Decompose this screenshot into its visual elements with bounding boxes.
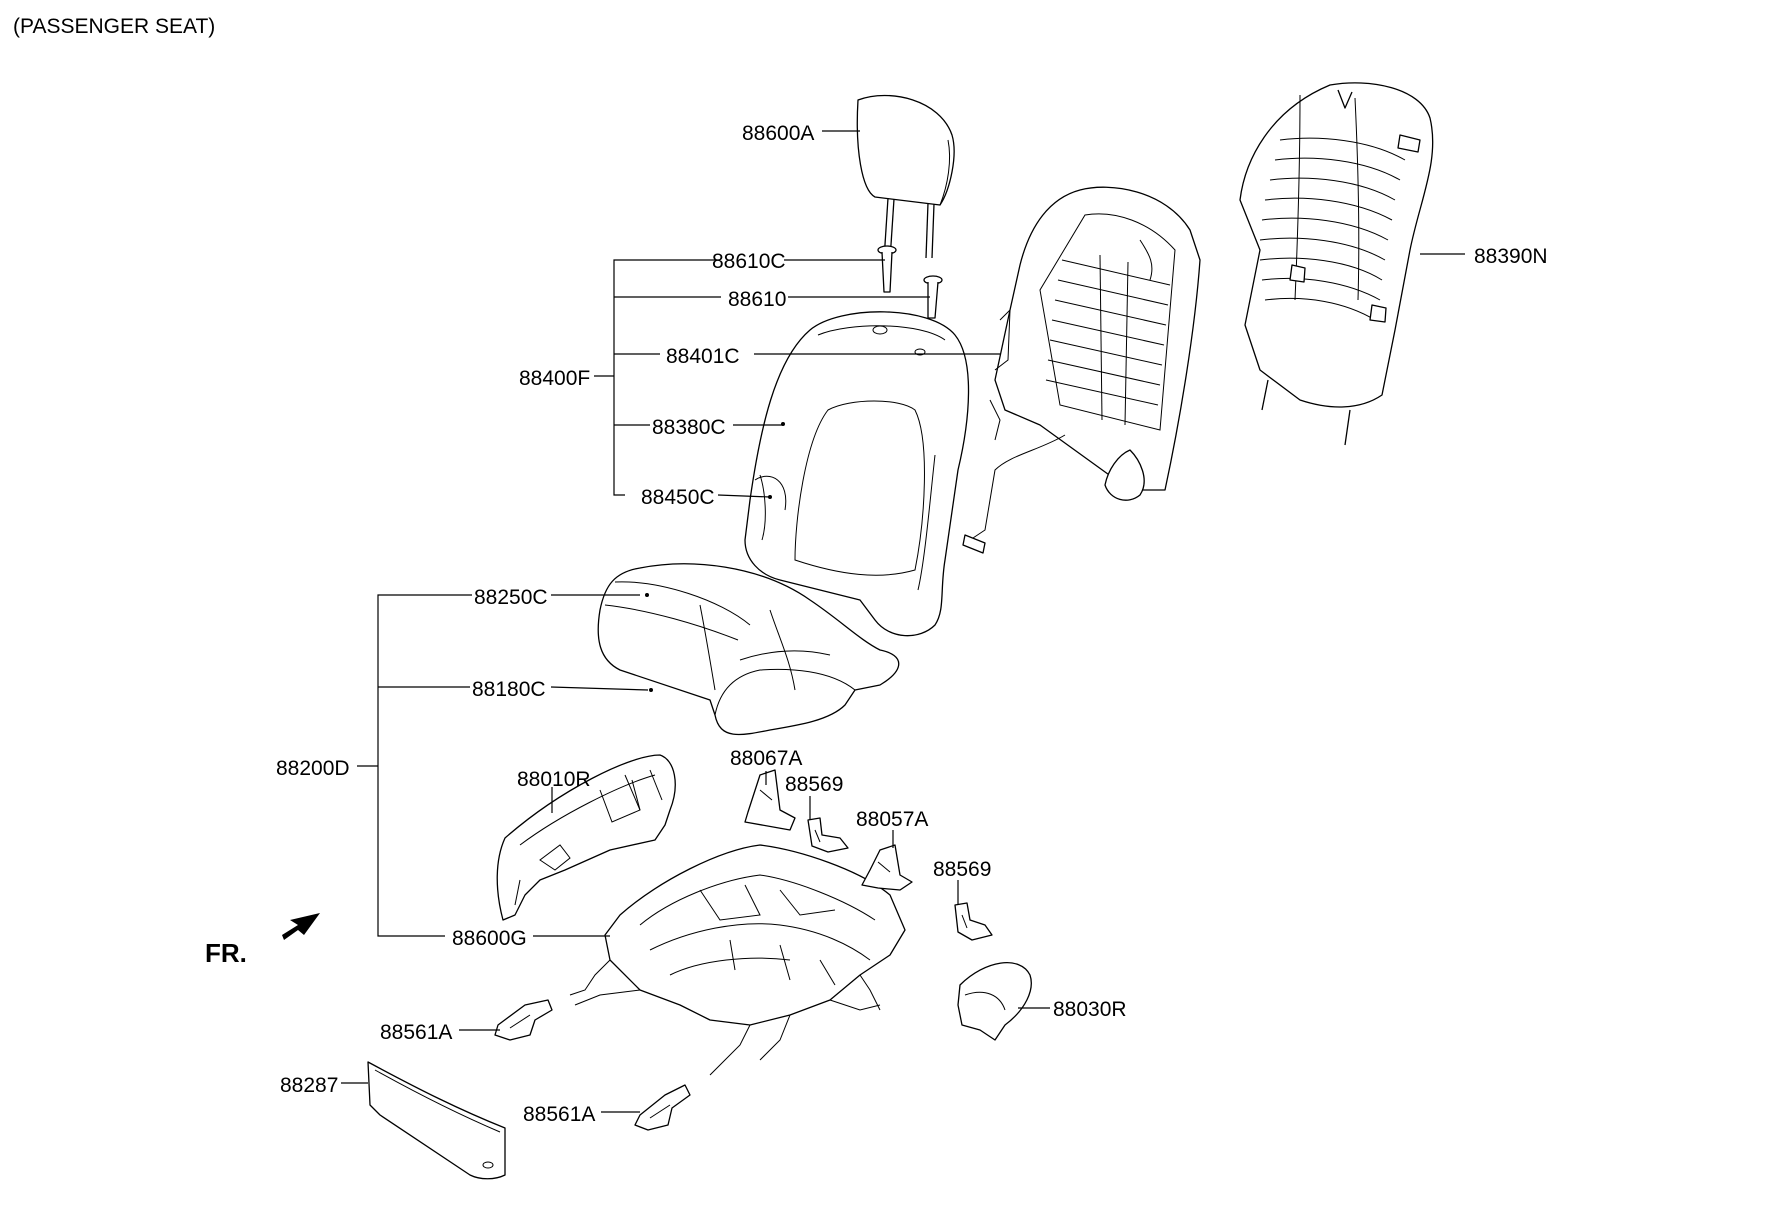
bracket-88057a-part — [861, 844, 913, 891]
trim-88287-part — [367, 1061, 506, 1180]
cover-88030r-part — [957, 962, 1032, 1041]
label-88450c: 88450C — [641, 486, 715, 509]
label-88561a-upper: 88561A — [380, 1021, 452, 1044]
label-88569-lower: 88569 — [933, 858, 991, 881]
bracket-88067a-part — [744, 769, 796, 831]
diagram-title: (PASSENGER SEAT) — [13, 15, 215, 38]
label-88250c: 88250C — [474, 586, 548, 609]
clip-upper-part — [807, 817, 849, 853]
front-direction-label: FR. — [205, 938, 247, 968]
seat-cushion-part — [597, 563, 900, 736]
front-direction-indicator: FR. — [205, 913, 320, 968]
label-88600g: 88600G — [452, 927, 527, 950]
headrest-part — [856, 94, 955, 261]
label-88610c: 88610C — [712, 250, 786, 273]
label-88030r: 88030R — [1053, 998, 1127, 1021]
label-88180c: 88180C — [472, 678, 546, 701]
label-88400f: 88400F — [519, 367, 590, 390]
seatback-cover-part — [744, 311, 970, 637]
slide-cover-upper-part — [494, 999, 553, 1041]
label-88200d: 88200D — [276, 757, 350, 780]
label-88390n: 88390N — [1474, 245, 1548, 268]
seat-frame-part — [569, 844, 906, 1076]
label-88287: 88287 — [280, 1074, 338, 1097]
side-shield-part — [496, 754, 676, 921]
front-arrow-icon — [282, 913, 320, 940]
seatback-frame-part — [962, 186, 1201, 554]
label-88380c: 88380C — [652, 416, 726, 439]
label-88057a: 88057A — [856, 808, 928, 831]
headrest-guide-parts — [877, 245, 943, 319]
label-88610: 88610 — [728, 288, 786, 311]
seatback-rear-panel-part — [1239, 82, 1434, 446]
label-88067a: 88067A — [730, 747, 802, 770]
label-88401c: 88401C — [666, 345, 740, 368]
label-88010r: 88010R — [517, 768, 591, 791]
leader-lines — [341, 130, 1465, 1113]
clip-lower-part — [954, 902, 993, 941]
label-88600a: 88600A — [742, 122, 814, 145]
slide-cover-lower-part — [634, 1084, 691, 1131]
part-labels: 88600A 88610C 88610 88401C 88400F 88380C… — [276, 122, 1548, 1126]
label-88561a-lower: 88561A — [523, 1103, 595, 1126]
label-88569-upper: 88569 — [785, 773, 843, 796]
